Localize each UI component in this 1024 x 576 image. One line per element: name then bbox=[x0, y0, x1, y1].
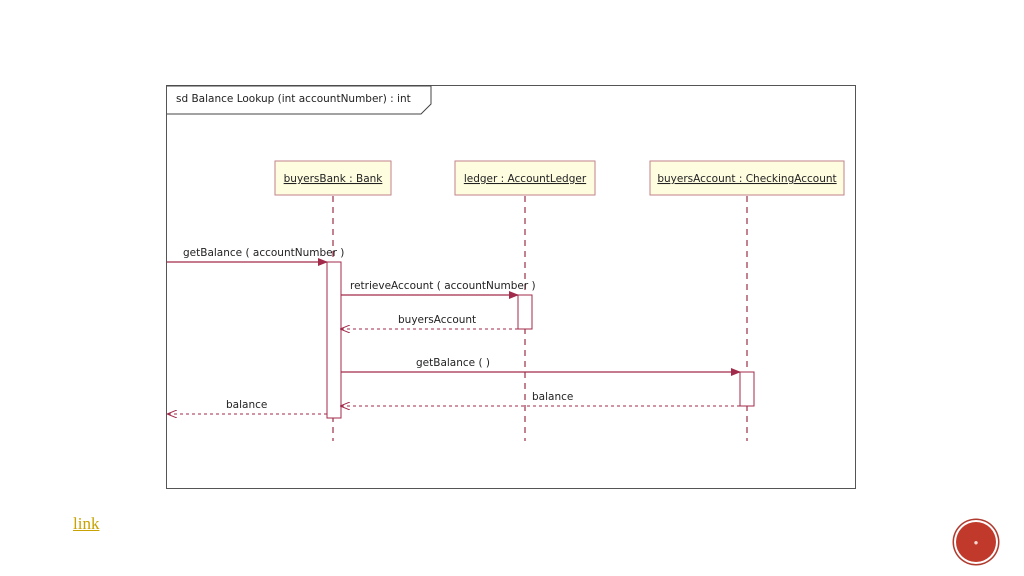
lifeline-label-ledger: ledger : AccountLedger bbox=[464, 173, 587, 185]
slide-badge-glyph: ● bbox=[973, 537, 979, 547]
activation-bar-ledger bbox=[517, 294, 533, 330]
lifeline-label-buyersbank: buyersBank : Bank bbox=[284, 173, 384, 185]
activation-bar-buyersaccount bbox=[739, 371, 755, 407]
frame-title: sd Balance Lookup (int accountNumber) : … bbox=[176, 93, 411, 105]
message-label-retrieveaccount: retrieveAccount ( accountNumber ) bbox=[350, 280, 536, 292]
message-label-balance-return-account: balance bbox=[532, 391, 573, 403]
message-label-balance-return-out: balance bbox=[226, 399, 267, 411]
message-label-getbalance-in: getBalance ( accountNumber ) bbox=[183, 247, 344, 259]
slide-number-badge: ● bbox=[956, 522, 996, 562]
message-label-getbalance-out: getBalance ( ) bbox=[416, 357, 490, 369]
lifeline-box-buyersaccount[interactable] bbox=[649, 160, 845, 196]
activation-bar-buyersbank bbox=[326, 261, 342, 419]
link[interactable]: link bbox=[73, 514, 100, 533]
lifeline-label-buyersaccount: buyersAccount : CheckingAccount bbox=[657, 173, 836, 185]
lifeline-box-buyersbank[interactable] bbox=[274, 160, 392, 196]
message-label-buyersaccount-return: buyersAccount bbox=[398, 314, 476, 326]
lifeline-box-ledger[interactable] bbox=[454, 160, 596, 196]
frame-title-tab bbox=[167, 85, 432, 115]
sequence-diagram-frame: sd Balance Lookup (int accountNumber) : … bbox=[166, 85, 856, 489]
sequence-diagram: sd Balance Lookup (int accountNumber) : … bbox=[167, 85, 845, 441]
